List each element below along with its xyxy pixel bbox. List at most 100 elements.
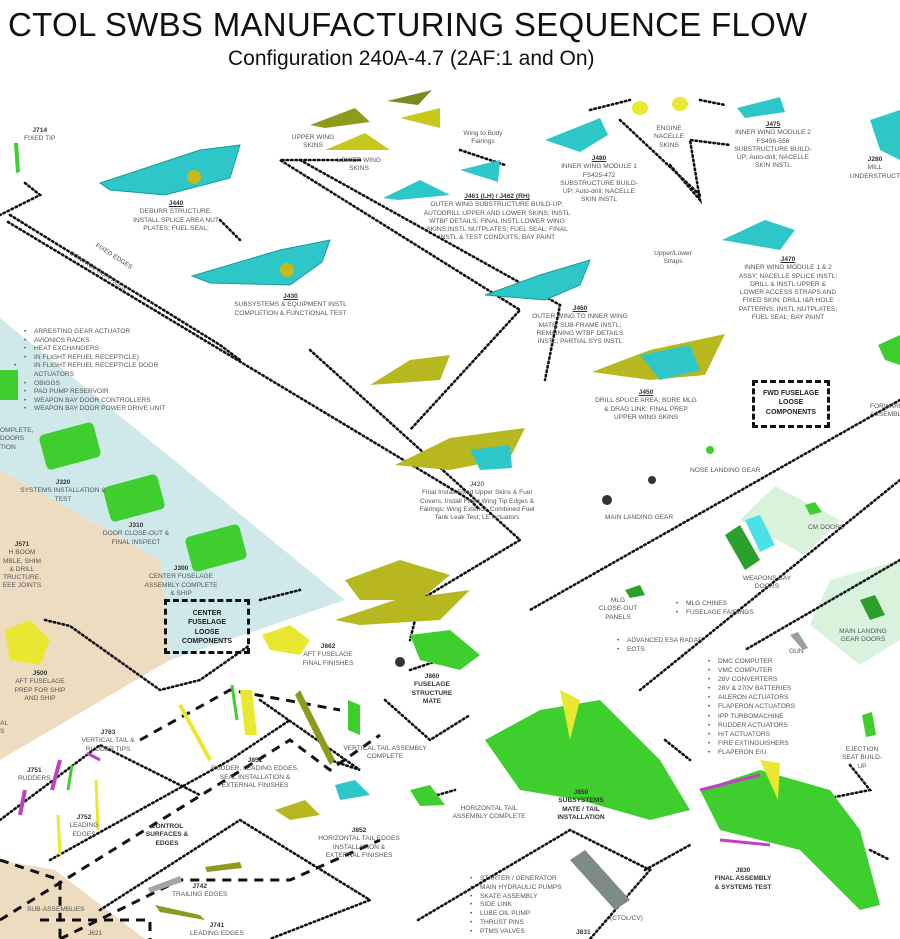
page-subtitle: Configuration 240A-4.7 (2AF:1 and On) xyxy=(228,47,595,70)
ejection-seat-label: EJECTION SEAT BUILD-UP xyxy=(841,746,883,770)
j300-id: J300 xyxy=(173,565,189,572)
flow-line xyxy=(643,843,692,872)
j742-label: J742 TRAILING EDGES xyxy=(172,883,227,900)
j480-label: J480 INNER WING MODULE 1 FS425-472 SUBST… xyxy=(556,155,642,205)
main-landing-gear-wheel xyxy=(602,495,612,505)
aft-subassembly-zone xyxy=(0,860,145,939)
trailing-edge-part xyxy=(148,876,182,893)
flow-line xyxy=(0,743,202,822)
upper-wing-skin-part xyxy=(400,108,440,128)
j741-id: J741 xyxy=(209,922,225,929)
j470-id: J470 xyxy=(780,256,796,263)
landing-gear-wheel xyxy=(395,657,405,667)
j420-id: J420 xyxy=(469,481,485,488)
j850-aircraft-tail xyxy=(560,690,580,740)
j571-label: J571 H BOOM MBLE, SHIM & DRILL TRUCTURE,… xyxy=(0,541,44,591)
weapons-bay-doors-label: WEAPONS BAY DOORS xyxy=(742,575,792,591)
list-item: FIRE EXTINGUISHERS xyxy=(708,739,795,748)
nacelle-skin-part xyxy=(672,97,688,111)
part-detail xyxy=(187,170,201,184)
center-loose-components-text: CENTER FUSELAGE LOOSE COMPONENTS xyxy=(181,610,233,645)
flow-line xyxy=(818,763,873,802)
engine-nacelle-label: ENGINE NACELLE SKINS xyxy=(653,125,685,149)
list-item: STARTER / GENERATOR xyxy=(470,875,562,884)
list-item: DMC COMPUTER xyxy=(708,657,795,666)
j851-label: J851 RUDDER, LEADING EDGES, SEAL INSTALL… xyxy=(206,757,304,790)
flow-line xyxy=(383,698,472,742)
list-item: SKATE ASSEMBLY xyxy=(470,893,562,902)
j714-text: FIXED TIP xyxy=(24,135,56,143)
j430-id: J430 xyxy=(283,293,298,300)
j280-text: MILL UNDERSTRUCT xyxy=(849,164,900,180)
mlg-door-part xyxy=(860,595,885,620)
flow-line xyxy=(663,738,692,762)
list-item: FLAPERON E/U xyxy=(708,748,795,757)
j852-htail-part xyxy=(275,800,320,820)
mlg-closeout-label: MLG CLOSE-OUT PANELS xyxy=(598,597,638,621)
j851-rudder-part xyxy=(240,690,257,735)
j450-label: J450 DRILL SPLICE AREA; BORE MLG & DRAG … xyxy=(595,389,697,422)
j714-id: J714 xyxy=(32,127,48,134)
list-item: H/T ACTUATORS xyxy=(708,730,795,739)
fixed-tip-part xyxy=(14,143,20,173)
engine-equipment-list: STARTER / GENERATOR MAIN HYDRAULIC PUMPS… xyxy=(470,875,562,937)
j862-text: AFT FUSELAGE FINAL FINISHES xyxy=(302,651,354,667)
j752-id: J752 xyxy=(76,814,92,821)
flow-line xyxy=(43,618,252,692)
flow-line xyxy=(0,181,43,217)
j850-aircraft xyxy=(485,700,690,820)
j831-label: J831 xyxy=(576,929,591,937)
list-item: SIDE LINK xyxy=(470,901,562,910)
wing-to-body-fairing-part xyxy=(460,160,500,182)
j831-id: J831 xyxy=(576,929,591,936)
upper-lower-straps-label: Upper/Lower Straps xyxy=(654,250,692,266)
weapons-bay-door-part xyxy=(725,525,760,570)
dashed-flow-line xyxy=(0,733,381,922)
weapons-bay-door-part xyxy=(745,515,775,552)
dashed-flow-line xyxy=(40,918,152,939)
vertical-tail-complete-label: VERTICAL TAIL ASSEMBLY COMPLETE xyxy=(343,745,427,761)
flow-line xyxy=(275,158,523,432)
j440-wing-part xyxy=(98,144,241,196)
part-detail xyxy=(280,263,294,277)
leading-edge-part xyxy=(94,779,100,831)
j621-label: J621 xyxy=(88,930,102,938)
leading-edge-part xyxy=(155,905,205,920)
j742-id: J742 xyxy=(192,883,207,890)
j714-label: J714 FIXED TIP xyxy=(24,127,55,144)
engine-part xyxy=(570,850,630,910)
j420-structure xyxy=(470,445,512,470)
j280-id: J280 xyxy=(867,156,883,163)
horizontal-tail-complete-label: HORIZONTAL TAIL ASSEMBLY COMPLETE xyxy=(452,805,526,821)
j430-label: J430 SUBSYSTEMS & EQUIPMENT INSTL COMPLE… xyxy=(228,293,353,318)
j280-label: J280 MILL UNDERSTRUCT xyxy=(845,156,900,181)
j571-text: H BOOM MBLE, SHIM & DRILL TRUCTURE, EEE … xyxy=(2,549,42,590)
fixed-upper-skin-part xyxy=(370,355,450,385)
j830-aircraft-tail xyxy=(760,760,780,800)
center-loose-components-box: CENTER FUSELAGE LOOSE COMPONENTS xyxy=(164,599,250,654)
main-landing-gear-doors-label: MAIN LANDING GEAR DOORS xyxy=(839,628,887,644)
j862-id: J862 xyxy=(320,643,336,650)
j470-text: INNER WING MODULE 1 & 2 ASSY; NACELLE SP… xyxy=(738,264,838,322)
j300-text: CENTER FUSELAGE ASSEMBLY COMPLETE & SHIP xyxy=(144,573,218,597)
j621-id: J621 xyxy=(88,930,103,937)
j752-label: J752 LEADING EDGES xyxy=(68,814,100,839)
list-item: FLAPERON ACTUATORS xyxy=(708,702,795,711)
j852-text: HORIZONTAL TAIL EDGES INSTALLATION & EXT… xyxy=(318,835,400,859)
j480-text: INNER WING MODULE 1 FS425-472 SUBSTRUCTU… xyxy=(560,163,638,204)
j741-text: LEADING EDGES xyxy=(190,930,244,938)
j475-id: J475 xyxy=(765,121,781,128)
j851-text: RUDDER, LEADING EDGES, SEAL INSTALLATION… xyxy=(211,765,299,789)
j460-label: J460 OUTER WING TO INNER WING MATE; SUB-… xyxy=(530,305,630,346)
cm-door-part xyxy=(805,502,822,515)
lower-wing-skin-part xyxy=(325,133,390,150)
j470-label: J470 INNER WING MODULE 1 & 2 ASSY; NACEL… xyxy=(738,256,838,322)
forward-assembly-part xyxy=(878,335,900,365)
htail-part xyxy=(410,785,445,806)
list-item: MAIN HYDRAULIC PUMPS xyxy=(470,884,562,893)
systems-list: DMC COMPUTER VMC COMPUTER 28V CONVERTERS… xyxy=(708,657,795,757)
flow-line xyxy=(743,558,900,652)
list-item: ARRESTING GEAR ACTUATOR xyxy=(24,328,184,337)
j430-text: SUBSYSTEMS & EQUIPMENT INSTL COMPLETION … xyxy=(234,301,347,317)
list-item: THRUST PINS xyxy=(470,919,562,928)
